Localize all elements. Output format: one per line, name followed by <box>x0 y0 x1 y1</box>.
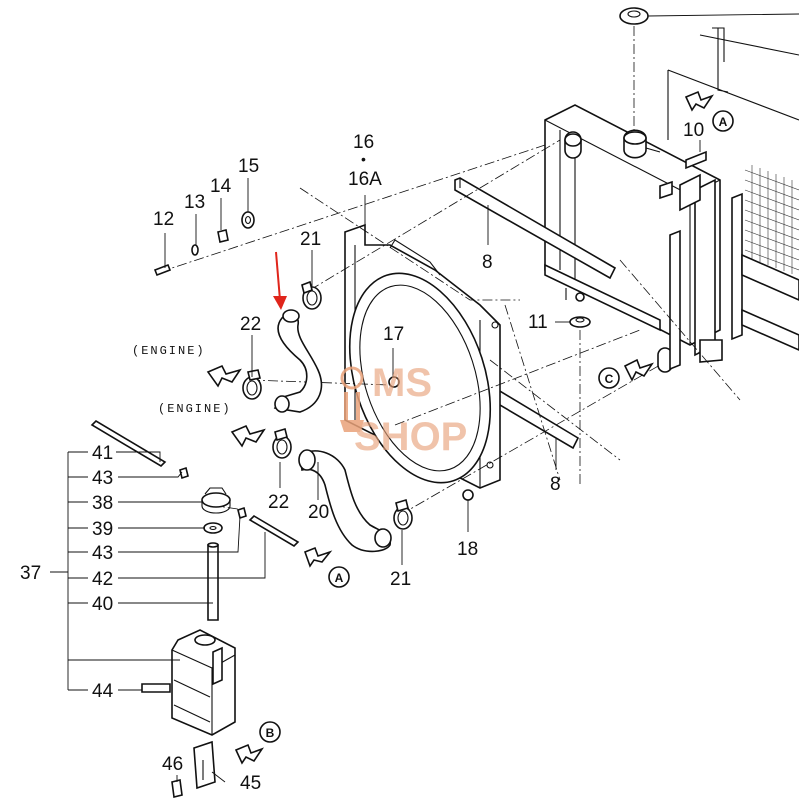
clamp-21-lower <box>393 498 413 530</box>
label-14: 14 <box>210 176 232 197</box>
label-13: 13 <box>184 192 205 213</box>
ref-arrow-c <box>623 358 654 382</box>
svg-text:C: C <box>605 372 614 386</box>
ref-arrow-a-upper <box>684 90 715 112</box>
upper-hose <box>273 309 323 413</box>
ref-circle-c: C <box>598 367 620 389</box>
clamp-22-lower <box>272 427 292 459</box>
grommet-11 <box>555 316 591 328</box>
label-46: 46 <box>162 754 183 775</box>
label-43-upper: 43 <box>92 468 113 489</box>
bracket-45 <box>193 740 216 790</box>
label-11: 11 <box>528 312 548 333</box>
bracket-44 <box>141 683 171 693</box>
radiator-cap <box>619 7 649 25</box>
radiator-assembly <box>544 7 799 373</box>
label-8-lower: 8 <box>550 474 561 495</box>
label-12: 12 <box>153 209 174 230</box>
svg-text:B: B <box>266 726 275 740</box>
bolt-12 <box>153 263 172 277</box>
label-21-upper: 21 <box>300 229 321 250</box>
highlight-arrow <box>273 251 287 310</box>
label-17: 17 <box>383 324 404 345</box>
label-15: 15 <box>238 156 259 177</box>
label-16a: 16A <box>348 169 382 190</box>
clamp-22-upper <box>242 369 262 400</box>
fan-shroud <box>344 223 501 489</box>
stay-bar-upper <box>454 177 617 280</box>
direction-arrows <box>206 90 715 765</box>
rubber-15 <box>241 211 255 229</box>
leader-lines <box>116 140 701 783</box>
svg-text:A: A <box>719 115 728 129</box>
label-22-upper: 22 <box>240 314 261 335</box>
label-39: 39 <box>92 519 113 540</box>
label-37: 37 <box>20 563 41 584</box>
label-8-upper: 8 <box>482 252 493 273</box>
ref-circle-a-bottom: A <box>328 566 350 588</box>
engine-arrow-lower <box>230 424 266 448</box>
label-10: 10 <box>683 120 704 141</box>
watermark-logo: MS SHOP <box>340 361 467 459</box>
label-38: 38 <box>92 493 113 514</box>
label-16: 16 <box>353 132 374 153</box>
nut-18 <box>462 489 474 532</box>
group-37-bracket <box>50 451 180 691</box>
label-41: 41 <box>92 443 113 464</box>
ref-arrow-b <box>234 743 265 765</box>
part-labels: 16 • 16A 15 14 13 12 21 22 17 11 10 8 8 … <box>20 120 704 794</box>
assembly-guide-lines <box>159 139 741 516</box>
tank-cap-38 <box>201 487 231 514</box>
label-45: 45 <box>240 773 261 794</box>
reserve-tank <box>171 629 236 736</box>
washer-13 <box>191 244 199 256</box>
engine-arrow-upper <box>206 364 242 388</box>
ref-circle-a-top: A <box>712 110 734 132</box>
ref-circle-b: B <box>259 721 281 743</box>
label-18: 18 <box>457 539 478 560</box>
tube-40 <box>207 542 219 621</box>
label-22-lower: 22 <box>268 492 289 513</box>
bolt-17 <box>388 376 400 388</box>
svg-text:MS: MS <box>372 361 432 405</box>
ref-arrow-a-lower <box>303 546 333 568</box>
engine-caption-lower: (ENGINE) <box>158 402 232 416</box>
bolt-46 <box>171 779 183 798</box>
lower-hose <box>298 449 392 553</box>
hose-42 <box>248 514 300 548</box>
label-21-lower: 21 <box>390 569 411 590</box>
label-43-lower: 43 <box>92 543 113 564</box>
engine-caption-upper: (ENGINE) <box>132 344 206 358</box>
svg-text:SHOP: SHOP <box>354 415 467 459</box>
label-40: 40 <box>92 594 113 615</box>
label-42: 42 <box>92 569 113 590</box>
label-dot: • <box>361 151 366 167</box>
collar-14 <box>217 229 229 243</box>
clamp-21-upper <box>301 280 322 310</box>
svg-text:A: A <box>335 571 344 585</box>
clip-43 <box>179 466 247 520</box>
packing-39 <box>203 522 223 534</box>
label-20: 20 <box>308 502 329 523</box>
label-44: 44 <box>92 681 114 702</box>
